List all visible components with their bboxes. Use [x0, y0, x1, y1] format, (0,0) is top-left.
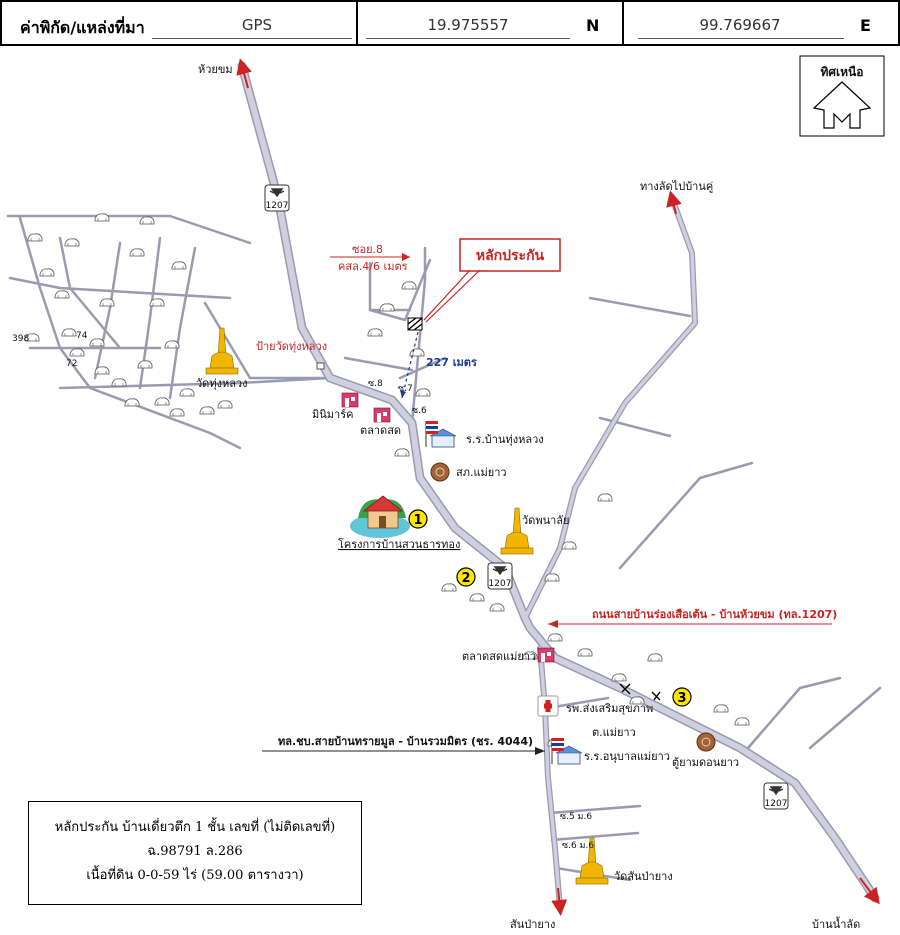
wat-thung-luang-label: วัดทุ่งหลวง — [196, 377, 247, 390]
soi-8-short-label: ซ.8 — [368, 379, 383, 389]
housing-project-icon — [350, 495, 410, 538]
market-label: ตลาดสด — [360, 424, 401, 437]
wat-sign-label: ป้ายวัดทุ่งหลวง — [256, 340, 327, 353]
soi-5-m6-label: ซ.5 ม.6 — [560, 812, 592, 822]
marker-number: 2 — [461, 571, 470, 586]
house-icons — [24, 213, 750, 747]
market-mae-yao-label: ตลาดสดแม่ยาว — [462, 650, 536, 663]
info-line-2: ฉ.98791 ล.286 — [147, 844, 243, 859]
number-398-label: 398 — [12, 334, 29, 344]
wat-sign-icon — [316, 362, 325, 370]
route-number: 1207 — [765, 799, 788, 809]
hospital-cross-icon — [537, 695, 559, 717]
collateral-info-box: หลักประกัน บ้านเดี่ยวตึก 1 ชั้น เลขที่ (… — [28, 801, 362, 905]
north-compass: ทิศเหนือ — [799, 55, 885, 137]
ban-nam-lat-label: บ้านน้ำลัด — [812, 916, 860, 931]
phone-box-label: ตู้ยามดอนยาว — [672, 756, 739, 769]
phone-box-icon — [696, 732, 716, 752]
marker-3: 3 — [672, 687, 692, 707]
number-74-label: 74 — [76, 331, 88, 341]
collateral-callout: หลักประกัน — [423, 238, 561, 323]
collateral-marker-icon — [407, 317, 423, 331]
coop-icon — [430, 462, 450, 482]
huai-khom-label: ห้วยขม — [198, 63, 233, 76]
marker-number: 1 — [413, 513, 422, 528]
route-number: 1207 — [266, 201, 289, 211]
longitude-box: 99.769667 E — [622, 0, 900, 46]
market-mae-yao-icon — [537, 647, 555, 663]
soi-7-label: ซ.7 — [398, 384, 413, 394]
coordinate-header: ค่าพิกัด/แหล่งที่มา GPS 19.975557 N 99.7… — [0, 0, 900, 48]
tambon-label: ต.แม่ยาว — [592, 726, 636, 739]
kindergarten-label: ร.ร.อนุบาลแม่ยาว — [584, 750, 670, 763]
number-72-label: 72 — [66, 359, 77, 369]
soi-6-m6-label: ซ.6 ม.6 — [562, 841, 594, 851]
latitude-box: 19.975557 N — [356, 0, 624, 46]
latitude-direction: N — [586, 16, 600, 35]
health-hospital-label: รพ.ส่งเสริมสุขภาพ — [566, 702, 653, 715]
route-shield-1207-east: 1207 — [763, 782, 789, 810]
soi-width-label: คสล.4/6 เมตร — [338, 260, 408, 273]
info-line-3: เนื้อที่ดิน 0-0-59 ไร่ (59.00 ตารางวา) — [86, 868, 304, 883]
coordinate-label: ค่าพิกัด/แหล่งที่มา — [20, 18, 145, 37]
latitude-value: 19.975557 — [427, 16, 509, 34]
longitude-value: 99.769667 — [699, 16, 781, 34]
school-icon — [425, 420, 457, 448]
housing-project-label: โครงการบ้านสวนธารทอง — [338, 537, 460, 551]
route-shield-1207-center: 1207 — [487, 562, 513, 590]
wat-phanalai-label: วัดพนาลัย — [522, 514, 569, 527]
location-map: ทิศเหนือ 1207 1207 1207 — [6, 55, 885, 931]
kindergarten-icon — [551, 737, 583, 765]
marker-2: 2 — [456, 567, 476, 587]
school-label: ร.ร.บ้านทุ่งหลวง — [466, 433, 544, 446]
info-line-1: หลักประกัน บ้านเดี่ยวตึก 1 ชั้น เลขที่ (… — [54, 820, 336, 835]
marker-number: 3 — [677, 691, 686, 706]
soi-8-label: ซอย.8 — [352, 243, 383, 256]
minimart-label: มินิมาร์ค — [312, 408, 353, 421]
distance-label: 227 เมตร — [426, 356, 477, 369]
source-value: GPS — [241, 16, 273, 34]
bridge-icon — [619, 683, 661, 701]
road-4044-label: ทล.ชบ.สายบ้านทรายมูล - บ้านรวมมิตร (ชร. … — [278, 735, 533, 749]
minimart-icon — [341, 392, 359, 408]
north-arrow-icon — [812, 81, 872, 129]
shortcut-ban-khu-label: ทางลัดไปบ้านคู่ — [640, 180, 713, 193]
collateral-title: หลักประกัน — [476, 248, 545, 264]
route-shield-1207-north: 1207 — [264, 184, 290, 212]
longitude-direction: E — [860, 16, 871, 35]
road-1207-label: ถนนสายบ้านร่องเสือเต้น - บ้านห้วยขม (ทล.… — [592, 608, 837, 621]
wat-san-pa-yang-label: วัดสันป่ายาง — [614, 870, 673, 883]
source-box: ค่าพิกัด/แหล่งที่มา GPS — [0, 0, 358, 46]
marker-1: 1 — [408, 509, 428, 529]
coop-label: สภ.แม่ยาว — [456, 466, 507, 479]
soi-6-label: ซ.6 — [412, 406, 427, 416]
compass-label: ทิศเหนือ — [821, 65, 864, 79]
route-number: 1207 — [489, 579, 512, 589]
san-pa-yang-label: สันป่ายาง — [510, 918, 555, 931]
market-icon — [373, 407, 391, 423]
